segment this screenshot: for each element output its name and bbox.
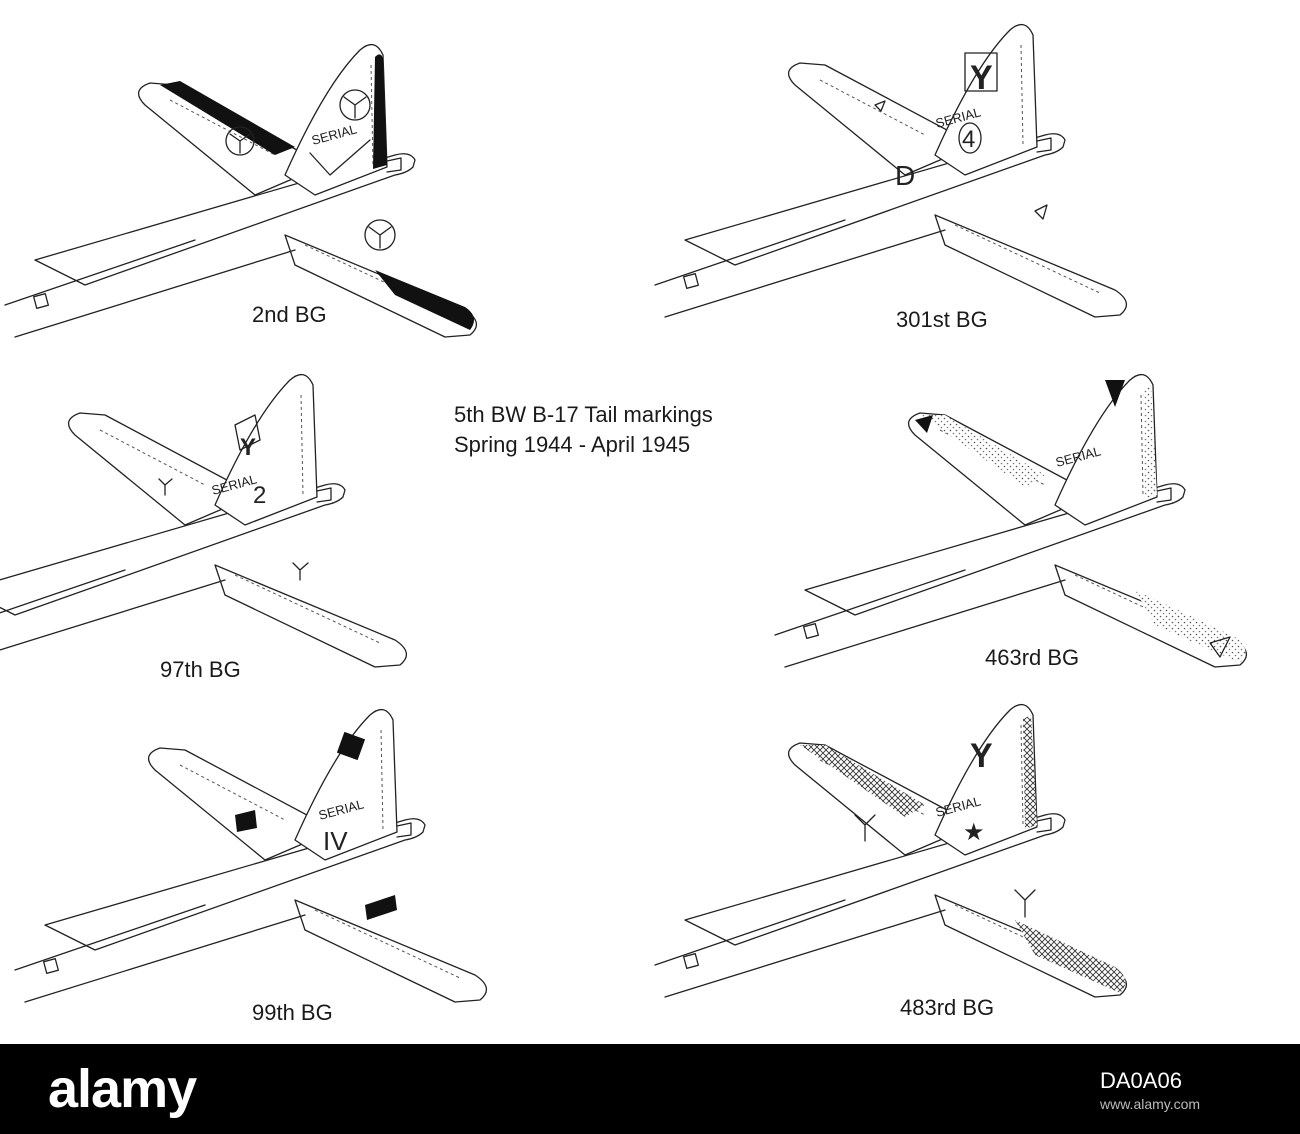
- tail-symbol: Y: [970, 737, 993, 775]
- stock-footer-bar: alamy DA0A06 www.alamy.com: [0, 1044, 1300, 1134]
- tail-symbol: Y: [240, 434, 256, 461]
- caption-99th-bg: 99th BG: [252, 1000, 333, 1025]
- tail-99th-bg: SERIAL IV: [14, 708, 488, 1003]
- diagram-canvas: SERIAL Y SERIAL 4 D Y SERIAL 2: [0, 23, 1248, 1025]
- image-id: DA0A06: [1100, 1068, 1182, 1093]
- tail-code: 2: [253, 482, 266, 509]
- tail-extra-code: D: [895, 160, 915, 191]
- title-line-1: 5th BW B-17 Tail markings: [454, 402, 713, 427]
- tail-301st-bg: Y SERIAL 4 D: [654, 23, 1128, 318]
- title-line-2: Spring 1944 - April 1945: [454, 432, 691, 457]
- caption-2nd-bg: 2nd BG: [252, 302, 327, 327]
- diagram-svg: SERIAL Y SERIAL 4 D Y SERIAL 2: [0, 23, 1248, 1003]
- stock-url[interactable]: www.alamy.com: [1100, 1096, 1201, 1112]
- tail-code: 4: [962, 126, 975, 153]
- tail-463rd-bg: SERIAL: [774, 373, 1248, 668]
- alamy-logo[interactable]: alamy: [48, 1059, 197, 1119]
- caption-483rd-bg: 483rd BG: [900, 995, 995, 1020]
- caption-97th-bg: 97th BG: [160, 657, 241, 682]
- caption-301st-bg: 301st BG: [896, 307, 988, 332]
- tail-483rd-bg: Y SERIAL ★: [654, 703, 1128, 998]
- tail-code: IV: [323, 826, 348, 856]
- tail-code: ★: [963, 819, 985, 846]
- tail-97th-bg: Y SERIAL 2: [0, 373, 408, 668]
- diagram-title: 5th BW B-17 Tail markings Spring 1944 - …: [454, 400, 713, 460]
- tail-symbol: Y: [970, 59, 993, 97]
- caption-463rd-bg: 463rd BG: [985, 645, 1080, 670]
- tail-2nd-bg: SERIAL: [4, 43, 478, 338]
